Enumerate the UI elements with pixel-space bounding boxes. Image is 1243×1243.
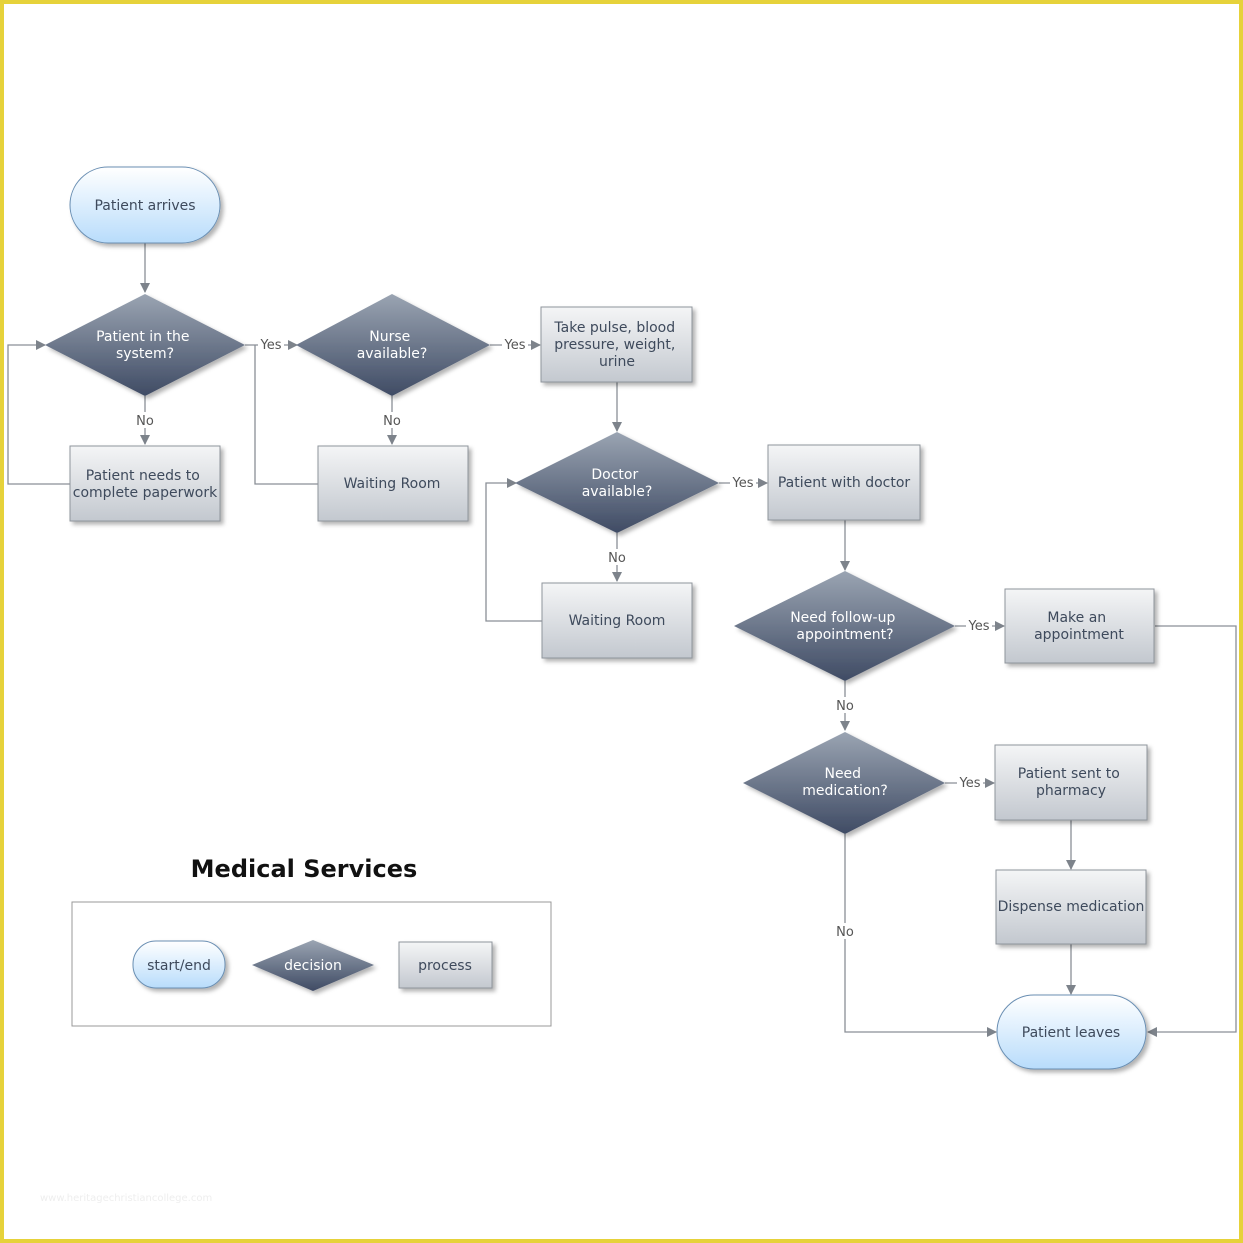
legend-start-end: start/end <box>132 940 226 989</box>
legend: start/end decision process <box>71 901 552 1027</box>
edge-label-yes: Yes <box>968 619 990 634</box>
legend-decision: decision <box>252 940 374 991</box>
flowchart-canvas: Yes Yes Yes Yes Yes No No No No No Patie… <box>7 166 1237 1204</box>
edge-medication-no <box>844 834 997 1037</box>
edge-label-no: No <box>383 414 401 429</box>
edge-label-yes: Yes <box>260 338 282 353</box>
node-label: Patient sent to pharmacy <box>1018 766 1124 799</box>
node-label: Patient in the system? <box>96 329 194 362</box>
node-label: Patient leaves <box>1022 1025 1120 1041</box>
node-waiting-room-1: Waiting Room <box>317 445 469 522</box>
node-complete-paperwork: Patient needs to complete paperwork <box>69 445 221 522</box>
edge-label-no: No <box>836 925 854 940</box>
node-nurse-available: Nurse available? <box>296 294 490 396</box>
node-sent-to-pharmacy: Patient sent to pharmacy <box>994 744 1148 821</box>
node-label: Make an appointment <box>1034 610 1124 643</box>
node-label: Take pulse, blood pressure, weight, urin… <box>553 320 679 370</box>
node-take-vitals: Take pulse, blood pressure, weight, urin… <box>540 306 693 383</box>
node-waiting-room-2: Waiting Room <box>541 582 693 659</box>
node-need-follow-up: Need follow-up appointment? <box>734 571 955 681</box>
diagram-title: Medical Services <box>191 855 418 883</box>
legend-label: process <box>418 958 472 974</box>
node-need-medication: Need medication? <box>743 732 945 834</box>
node-patient-leaves: Patient leaves <box>996 994 1147 1070</box>
edge-label-yes: Yes <box>504 338 526 353</box>
node-label: Patient needs to complete paperwork <box>73 468 218 501</box>
node-patient-in-system: Patient in the system? <box>45 294 245 396</box>
node-label: Patient arrives <box>94 198 195 214</box>
edge-paperwork-loop <box>7 340 70 485</box>
node-patient-with-doctor: Patient with doctor <box>767 444 921 521</box>
node-dispense-medication: Dispense medication <box>995 869 1147 945</box>
edge-appointment-to-leaves <box>1147 625 1237 1037</box>
node-label: Nurse available? <box>357 329 428 362</box>
node-label: Patient with doctor <box>778 475 911 491</box>
watermark-text: www.heritagechristiancollege.com <box>40 1193 212 1204</box>
node-make-appointment: Make an appointment <box>1004 588 1155 664</box>
node-label: Waiting Room <box>344 476 441 492</box>
edge-label-no: No <box>836 699 854 714</box>
edge-label-no: No <box>136 414 154 429</box>
node-label: Need medication? <box>802 766 888 799</box>
legend-label: decision <box>284 958 342 974</box>
edge-waiting2-loop <box>485 478 542 622</box>
node-label: Dispense medication <box>998 899 1145 915</box>
legend-label: start/end <box>147 958 211 974</box>
legend-process: process <box>398 941 493 989</box>
edge-label-no: No <box>608 551 626 566</box>
node-label: Doctor available? <box>582 467 653 500</box>
edge-labels: Yes Yes Yes Yes Yes No No No No No <box>134 336 992 940</box>
node-patient-arrives: Patient arrives <box>69 166 221 244</box>
edge-label-yes: Yes <box>959 776 981 791</box>
node-label: Need follow-up appointment? <box>790 610 900 643</box>
edge-waiting1-loop <box>254 345 318 485</box>
node-label: Waiting Room <box>569 613 666 629</box>
edge-label-yes: Yes <box>732 476 754 491</box>
node-doctor-available: Doctor available? <box>515 432 719 533</box>
